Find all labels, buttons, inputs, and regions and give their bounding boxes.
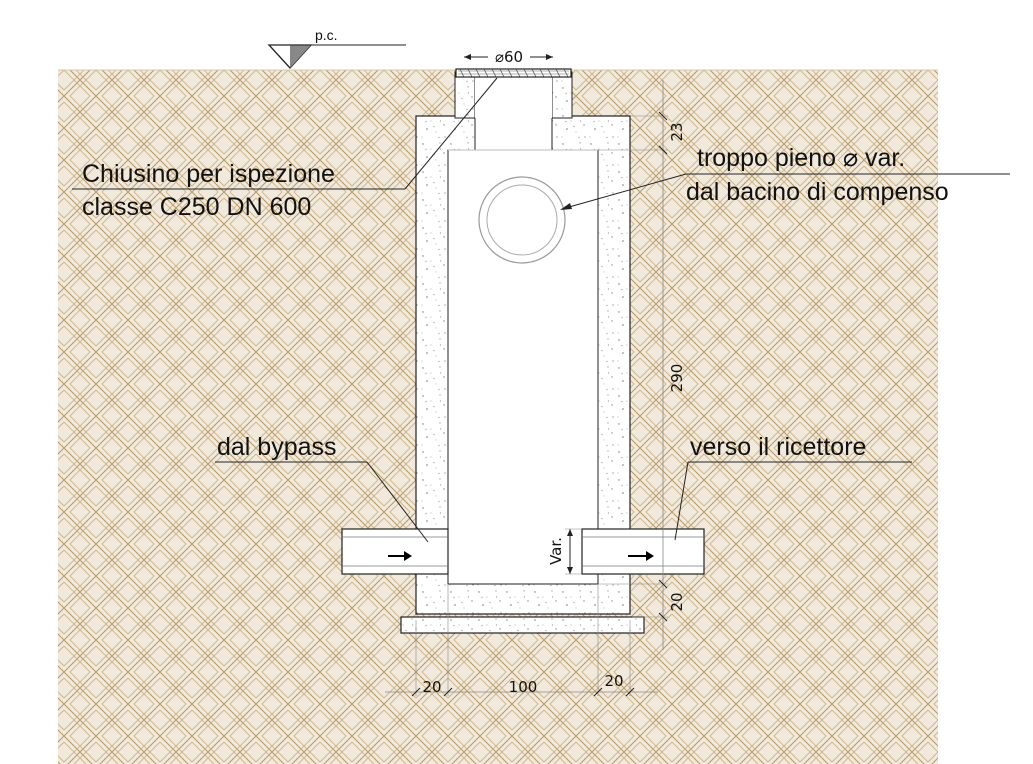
right-wall-dim-text: 20 (604, 672, 623, 690)
inlet-label: dal bypass (217, 433, 337, 461)
base-slab-dim-text: 20 (668, 592, 686, 611)
dim-pipe-diameter: Var. (547, 528, 582, 575)
dim-vertical-chain: 23 290 20 (598, 80, 686, 650)
outlet-label-group: verso il ricettore (674, 433, 912, 541)
overflow-pipe (478, 176, 566, 264)
cover-label-line1: Chiusino per ispezione (82, 160, 335, 188)
opening-diameter-text: ⌀60 (495, 48, 523, 66)
ground-reference-marker: p.c. (267, 27, 406, 69)
left-wall-dim-text: 20 (422, 678, 441, 696)
outlet-pipe (581, 528, 705, 575)
cover-label-group: Chiusino per ispezione classe C250 DN 60… (72, 77, 498, 221)
ground-reference-label: p.c. (315, 27, 338, 43)
inner-height-dim-text: 290 (668, 364, 686, 393)
manhole-cover (455, 68, 572, 78)
base-slab (400, 616, 645, 634)
inlet-label-group: dal bypass (215, 433, 429, 543)
outlet-label: verso il ricettore (690, 433, 866, 461)
top-slab-dim-text: 23 (668, 122, 686, 141)
pipe-diameter-dim-text: Var. (547, 537, 565, 565)
cover-label-line2: classe C250 DN 600 (82, 193, 311, 221)
overflow-label-line2: dal bacino di compenso (686, 178, 949, 206)
inlet-pipe (341, 528, 449, 575)
overflow-label-line1: troppo pieno ⌀ var. (697, 144, 905, 172)
inner-width-dim-text: 100 (509, 678, 538, 696)
overflow-label-group: troppo pieno ⌀ var. dal bacino di compen… (560, 144, 1010, 210)
dim-bottom-chain: 20 100 20 (385, 584, 658, 697)
dim-opening-diameter: ⌀60 (464, 48, 553, 66)
